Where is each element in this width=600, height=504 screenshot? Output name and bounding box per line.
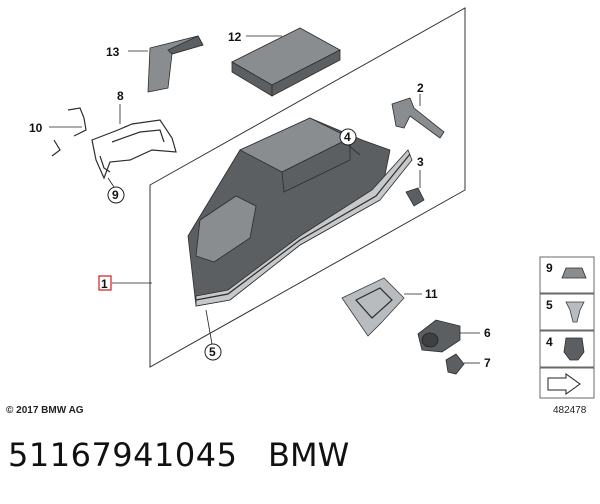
callout-9[interactable]: 9 bbox=[112, 188, 119, 202]
callout-6[interactable]: 6 bbox=[484, 326, 491, 340]
assembly-frame bbox=[149, 7, 466, 368]
callout-1-box[interactable] bbox=[98, 275, 112, 291]
callout-2[interactable]: 2 bbox=[417, 81, 424, 95]
legend-box-5 bbox=[539, 293, 595, 331]
legend-panel: 9 5 4 bbox=[539, 256, 595, 399]
callout-4-circle[interactable] bbox=[339, 128, 357, 146]
part-1-glovebox[interactable] bbox=[187, 117, 413, 307]
callout-5[interactable]: 5 bbox=[209, 345, 216, 359]
legend-5: 5 bbox=[546, 298, 553, 312]
callout-7[interactable]: 7 bbox=[484, 356, 491, 370]
callout-1[interactable]: 1 bbox=[101, 277, 108, 291]
callout-3[interactable]: 3 bbox=[417, 155, 424, 169]
callout-5-circle[interactable] bbox=[204, 343, 222, 361]
legend-4: 4 bbox=[546, 335, 553, 349]
part-number: 51167941045 bbox=[8, 436, 238, 474]
parts-diagram: 13 12 8 10 9 1 5 4 bbox=[29, 7, 595, 399]
legend-5-clip bbox=[565, 301, 585, 323]
callout-11[interactable]: 11 bbox=[425, 287, 438, 301]
callout-10[interactable]: 10 bbox=[29, 121, 43, 135]
part-12-pad[interactable] bbox=[231, 27, 341, 97]
callout-12[interactable]: 12 bbox=[228, 30, 242, 44]
callout-4[interactable]: 4 bbox=[344, 130, 351, 144]
copyright-text: © 2017 BMW AG bbox=[6, 405, 84, 416]
part-11-plate[interactable] bbox=[341, 277, 405, 337]
part-3-clip[interactable] bbox=[405, 187, 425, 207]
legend-4-bumper bbox=[563, 337, 585, 361]
callout-8[interactable]: 8 bbox=[117, 89, 124, 103]
part-10-hinge[interactable] bbox=[51, 107, 87, 157]
callout-9-circle[interactable] bbox=[107, 186, 125, 204]
brand-name: BMW bbox=[268, 436, 350, 474]
part-8-bracket[interactable] bbox=[91, 119, 177, 180]
callout-13[interactable]: 13 bbox=[106, 45, 120, 59]
part-7-spring[interactable] bbox=[445, 353, 465, 375]
part-13-trim[interactable] bbox=[147, 35, 204, 93]
arrow-icon bbox=[547, 373, 581, 395]
diagram-number: 482478 bbox=[553, 405, 587, 416]
part-2-latch[interactable] bbox=[391, 97, 445, 139]
legend-9: 9 bbox=[546, 261, 553, 275]
part-6-lock[interactable] bbox=[417, 319, 461, 353]
legend-9-nut bbox=[561, 267, 587, 279]
